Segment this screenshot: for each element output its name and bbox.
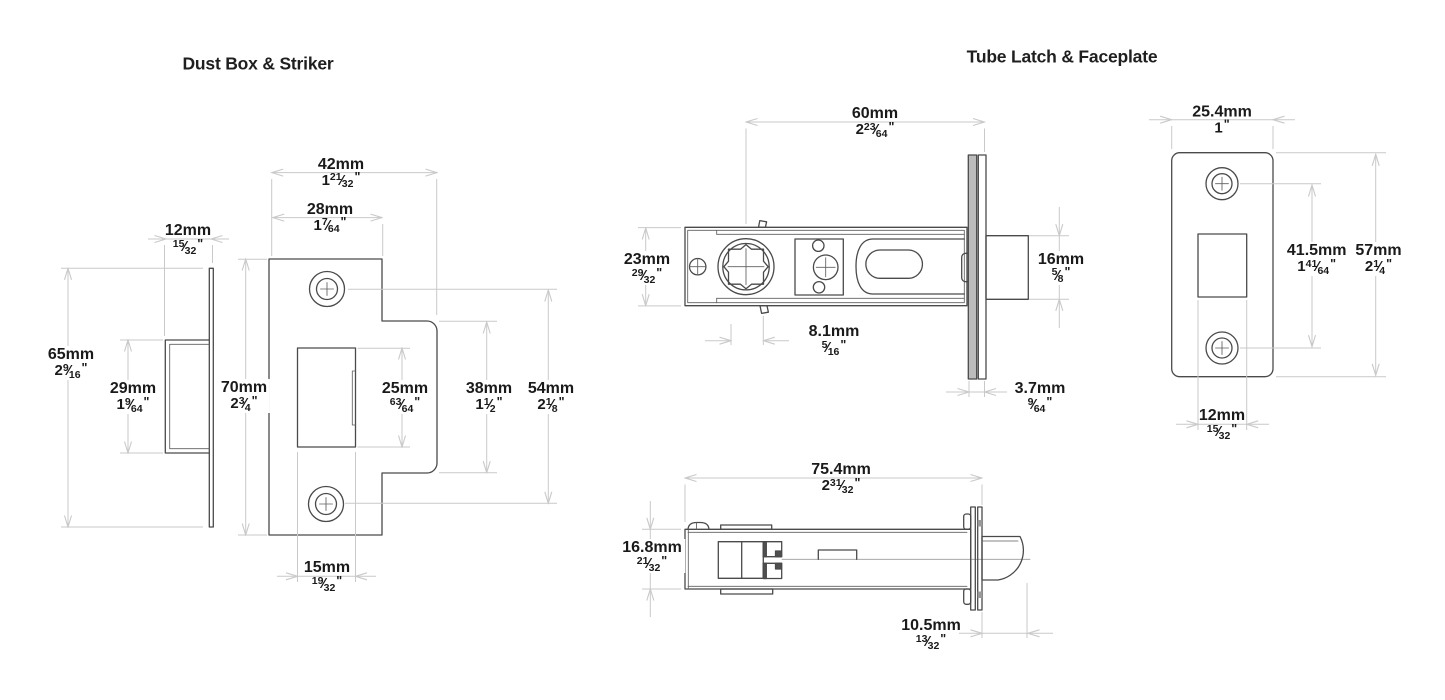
latch-bolt-top <box>981 535 1025 581</box>
dim-label-3-7mm: 3.7mm 9⁄64" <box>1015 380 1066 414</box>
title-dust-box-striker: Dust Box & Striker <box>182 53 334 74</box>
dim-inch-value: 5⁄16" <box>821 337 847 358</box>
dim-mm-value: 38mm <box>465 380 513 397</box>
dim-label-75-4mm: 75.4mm 231⁄32" <box>811 461 871 495</box>
dim-inch-value: 15⁄32" <box>172 236 204 257</box>
dim-label-12mm-dustbox: 12mm 15⁄32" <box>165 222 211 256</box>
dim-inch-value: 29⁄32" <box>631 265 663 286</box>
dim-25-4mm-lines <box>1149 120 1295 149</box>
title-tube-latch-faceplate: Tube Latch & Faceplate <box>966 46 1158 67</box>
dim-mm-value: 41.5mm <box>1286 242 1347 259</box>
striker-plate-front-view <box>268 258 438 536</box>
dim-label-54mm: 54mm 21⁄8" <box>524 380 578 415</box>
tube-latch-top-view <box>684 506 1031 611</box>
dim-inch-value: 21⁄32" <box>636 553 668 574</box>
dim-12mm-dustbox-lines <box>148 239 229 336</box>
deadlatch-tab-top <box>757 219 768 228</box>
dim-60mm-lines <box>746 122 985 224</box>
dim-label-12mm-faceplate: 12mm 15⁄32" <box>1199 407 1245 441</box>
dim-label-10-5mm: 10.5mm 13⁄32" <box>901 617 961 651</box>
latch-claw <box>855 238 965 295</box>
dim-inch-value: 121⁄32" <box>321 170 361 191</box>
dim-mm-value: 29mm <box>109 380 157 397</box>
dim-label-16-8mm: 16.8mm 21⁄32" <box>619 539 685 573</box>
dim-label-28mm: 28mm 17⁄64" <box>307 201 353 235</box>
faceplate-bolt-opening <box>1197 233 1248 298</box>
dim-inch-value: 231⁄32" <box>821 475 861 496</box>
dim-inch-value: 1⁄" <box>1214 117 1230 137</box>
dim-8-1mm-lines <box>705 316 789 345</box>
spindle-star <box>723 243 769 290</box>
dim-inch-value: 63⁄64" <box>389 394 421 415</box>
dim-inch-value: 9⁄64" <box>1027 394 1053 415</box>
dim-inch-value: 17⁄64" <box>313 215 347 236</box>
dim-65mm-lines <box>61 268 203 527</box>
dim-label-70mm: 70mm 23⁄4" <box>217 379 271 414</box>
dim-label-60mm: 60mm 223⁄64" <box>852 105 898 139</box>
dim-mm-value: 28mm <box>306 200 354 218</box>
deadlatch-tab-bottom <box>759 305 770 315</box>
dim-mm-value: 23mm <box>623 251 671 268</box>
dim-12mm-faceplate-lines <box>1176 300 1269 430</box>
dimension-annotations <box>61 120 1386 638</box>
dim-mm-value: 57mm <box>1355 242 1402 259</box>
dim-inch-value: 141⁄64" <box>1297 256 1337 277</box>
dim-mm-value: 25.4mm <box>1192 103 1252 121</box>
dim-mm-value: 65mm <box>47 346 95 363</box>
dim-label-38mm: 38mm 11⁄2" <box>462 380 516 415</box>
dim-inch-value: 15⁄32" <box>1206 421 1238 442</box>
tube-latch-side-view <box>684 154 1029 380</box>
dim-inch-value: 223⁄64" <box>855 119 895 140</box>
dim-inch-value: 13⁄32" <box>915 631 947 652</box>
dim-inch-value: 5⁄8" <box>1051 265 1071 285</box>
spindle-hub <box>717 238 775 296</box>
dim-label-25-4mm: 25.4mm 1⁄" <box>1192 103 1252 136</box>
dim-mm-value: 42mm <box>317 155 365 173</box>
dim-mm-value: 70mm <box>220 379 268 396</box>
dim-15mm-lines <box>277 452 376 582</box>
dim-label-57mm: 57mm 21⁄4" <box>1352 242 1405 277</box>
dim-28mm-lines <box>273 218 384 256</box>
dim-label-8-1mm: 8.1mm 5⁄16" <box>809 323 860 357</box>
faceplate-edge <box>967 154 978 380</box>
dim-label-41-5mm: 41.5mm 141⁄64" <box>1283 242 1350 277</box>
dim-inch-value: 23⁄4" <box>230 393 258 414</box>
faceplate-front-view <box>1171 152 1274 378</box>
dim-label-15mm: 15mm 19⁄32" <box>304 559 350 593</box>
dim-inch-value: 29⁄16" <box>54 360 88 381</box>
dim-label-65mm: 65mm 29⁄16" <box>44 346 98 381</box>
dim-label-16mm: 16mm 5⁄8" <box>1034 250 1088 285</box>
dim-mm-value: 60mm <box>851 105 899 122</box>
dim-42mm-lines <box>272 173 437 315</box>
dim-mm-value: 25mm <box>381 380 429 397</box>
dim-label-29mm: 29mm 19⁄64" <box>106 380 160 415</box>
dim-mm-value: 16mm <box>1037 250 1085 268</box>
dim-inch-value: 19⁄64" <box>116 394 150 415</box>
latch-bolt-side <box>985 235 1029 300</box>
dim-mm-value: 16.8mm <box>622 539 682 556</box>
dim-inch-value: 19⁄32" <box>311 573 343 594</box>
dim-label-25mm: 25mm 63⁄64" <box>378 380 432 415</box>
dim-75-4mm-lines <box>685 478 982 522</box>
dim-mm-value: 75.4mm <box>811 461 871 478</box>
dim-inch-value: 21⁄8" <box>537 394 565 415</box>
dim-label-23mm: 23mm 29⁄32" <box>620 251 674 286</box>
dim-mm-value: 54mm <box>527 380 575 397</box>
dust-box-side-view <box>164 267 214 528</box>
dim-mm-value: 12mm <box>1198 407 1246 425</box>
dim-mm-value: 12mm <box>164 222 212 239</box>
dim-mm-value: 10.5mm <box>901 617 961 634</box>
latch-claw-slot <box>865 249 924 279</box>
dim-mm-value: 8.1mm <box>808 323 860 340</box>
dim-10-5mm-lines <box>959 583 1053 638</box>
dim-3-7mm-lines <box>946 381 1007 397</box>
dim-label-42mm: 42mm 121⁄32" <box>318 156 364 190</box>
dim-mm-value: 15mm <box>303 559 351 577</box>
dim-inch-value: 21⁄4" <box>1364 256 1393 277</box>
dim-mm-value: 3.7mm <box>1014 380 1066 397</box>
dim-inch-value: 11⁄2" <box>475 394 503 415</box>
